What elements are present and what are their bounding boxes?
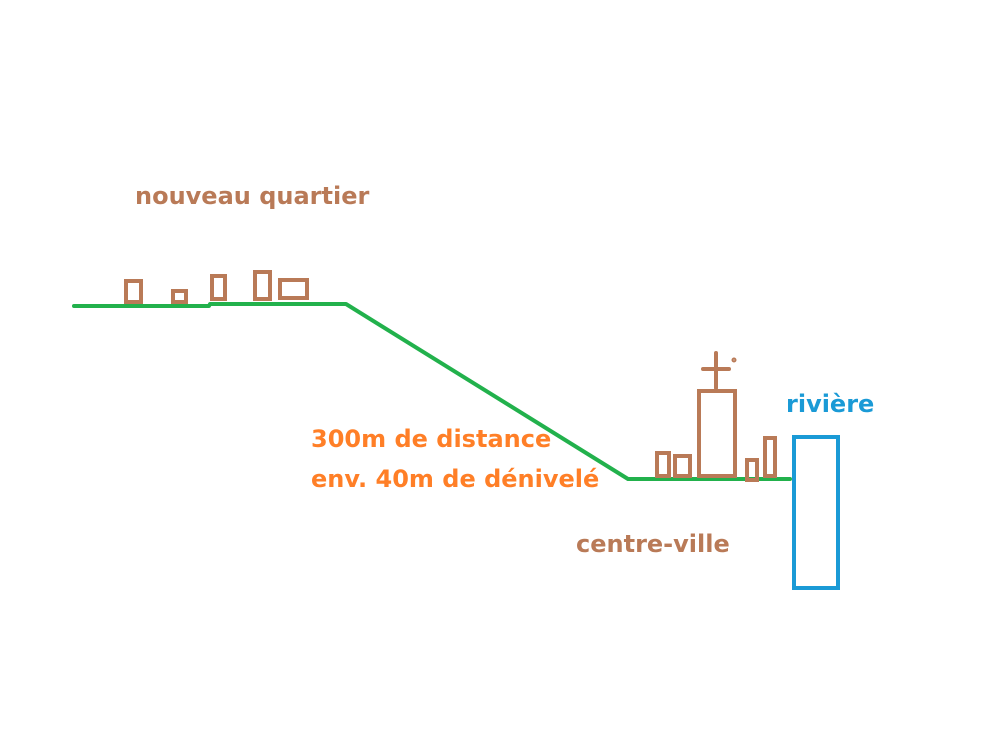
city-center-buildings <box>655 389 777 482</box>
elevation-label: env. 40m de dénivelé <box>311 465 600 493</box>
church-tower <box>697 389 737 478</box>
river-label: rivière <box>786 390 875 418</box>
cross-icon <box>701 351 737 390</box>
building <box>673 454 692 478</box>
building <box>210 274 227 301</box>
distance-label: 300m de distance <box>311 425 552 453</box>
building <box>745 458 759 482</box>
new-quarter-buildings <box>124 270 309 304</box>
building <box>278 278 309 300</box>
building <box>763 436 777 478</box>
city-center-label: centre-ville <box>576 530 730 558</box>
ground-line <box>72 302 792 481</box>
building <box>655 451 671 478</box>
building <box>171 289 188 304</box>
building <box>124 279 143 304</box>
new-quarter-label: nouveau quartier <box>135 182 370 210</box>
river-shape <box>792 435 840 590</box>
building <box>253 270 272 301</box>
